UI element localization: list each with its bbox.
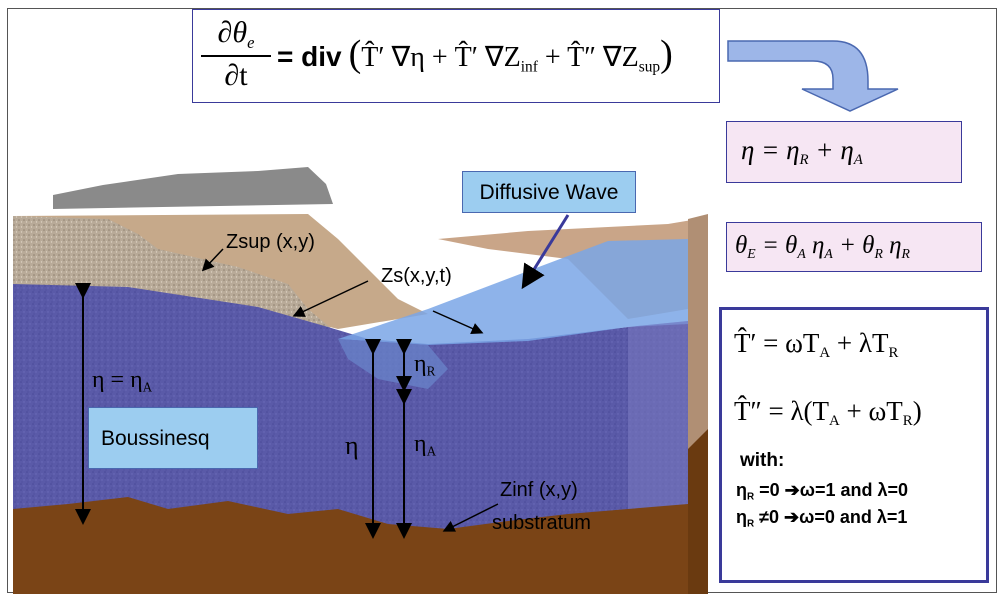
bedrock (13, 497, 688, 594)
t2-sub-r: R (902, 413, 913, 430)
theta-lhs-sub: E (747, 245, 756, 261)
lhs-denominator: ∂t (224, 58, 248, 92)
term-1: T̂′ ∇η (361, 42, 425, 73)
theta-sub-r1: R (874, 245, 883, 261)
cond1-eta: η (736, 480, 747, 500)
div-operator: = div (277, 41, 342, 72)
zsup-label: Zsup (x,y) (226, 231, 315, 253)
condition-2: ηR ≠0 ➔ω=0 and λ=1 (736, 507, 907, 529)
theta-plus: + θ (839, 232, 875, 259)
diffusive-wave-pointer (521, 214, 570, 290)
eta-a-text: η (414, 431, 427, 457)
fraction-bar (201, 54, 271, 57)
cond2-sub: R (747, 518, 755, 530)
t-prime-equation: T̂′ = ωTA + λTR (734, 328, 898, 362)
theta-eta-a: η (812, 232, 825, 259)
boussinesq-label: Boussinesq (88, 407, 258, 469)
eta-plus: + η (815, 135, 854, 165)
theta-eta-r: η (889, 232, 902, 259)
river-water (338, 239, 688, 345)
eta-lhs: η = η (741, 135, 800, 165)
theta-sub-a2: A (824, 245, 833, 261)
eta-eq-etaA-sub: A (142, 379, 153, 395)
t2-close: ) (912, 396, 922, 426)
eta-equals-eta-a-label: η = ηA (92, 367, 152, 396)
zsup-pointer (201, 248, 224, 272)
zinf-pointer (442, 503, 499, 532)
t2-lhs: T̂″ = λ(T (734, 396, 830, 426)
term-3-sub: sup (638, 58, 661, 76)
t-double-prime-equation: T̂″ = λ(TA + ωTR) (734, 396, 922, 430)
diffusive-wave-label: Diffusive Wave (462, 171, 636, 213)
zs-label: Zs(x,y,t) (381, 265, 452, 287)
cond2-rest: ≠0 ➔ω=0 and λ=1 (759, 507, 908, 527)
lhs-fraction: ∂θe ∂t (201, 16, 271, 93)
lhs-numerator: ∂θe (217, 16, 255, 52)
theta-lhs: θ (735, 232, 748, 259)
open-paren: ( (348, 33, 362, 75)
theta-sub-r2: R (901, 245, 910, 261)
with-label: with: (740, 450, 785, 471)
substratum-label: substratum (492, 512, 591, 534)
condition-1: ηR =0 ➔ω=1 and λ=0 (736, 480, 908, 502)
t1-lhs: T̂′ = ωT (734, 328, 820, 358)
t2-plus: + ωT (846, 396, 903, 426)
main-equation-box: ∂θe ∂t = div (T̂′ ∇η + T̂′ ∇Zinf + T̂″ ∇… (192, 9, 720, 103)
eta-label: η (345, 431, 359, 460)
eta-sub-a: A (853, 152, 863, 169)
eta-r-label: ηR (414, 351, 435, 380)
theta-sub-a1: A (797, 245, 806, 261)
cond1-sub: R (747, 491, 755, 503)
t2-sub-a: A (829, 413, 840, 430)
right-water-face (628, 321, 688, 549)
background-hill (53, 167, 333, 209)
term-2-sub: inf (520, 58, 538, 76)
bedrock-right-step (688, 429, 708, 594)
close-paren: ) (660, 33, 673, 75)
cond2-eta: η (736, 507, 747, 527)
cond1-rest: =0 ➔ω=1 and λ=0 (759, 480, 909, 500)
aquifer-body (13, 284, 688, 549)
eta-eq-etaA-text: η = η (92, 367, 143, 393)
theta-eq: = θ (761, 232, 798, 259)
aquifer-scene (13, 40, 899, 594)
eta-a-sub: A (426, 443, 437, 459)
t1-plus: + λT (836, 328, 889, 358)
term-3: T̂″ ∇Z (567, 42, 639, 73)
rhs-expression: = div (T̂′ ∇η + T̂′ ∇Zinf + T̂″ ∇Zsup) (277, 32, 673, 76)
eta-a-label: ηA (414, 431, 436, 460)
figure-frame: ∂θe ∂t = div (T̂′ ∇η + T̂′ ∇Zinf + T̂″ ∇… (7, 8, 997, 594)
plus-2: + (544, 42, 561, 73)
t1-sub-a: A (819, 345, 831, 362)
transmissivity-box: T̂′ = ωTA + λTR T̂″ = λ(TA + ωTR) with: … (719, 307, 989, 583)
t1-sub-r: R (888, 345, 899, 362)
zs-pointer-1 (292, 280, 369, 317)
term-2: T̂′ ∇Z (454, 42, 521, 73)
eta-r-sub: R (426, 363, 436, 379)
zs-pointer-2 (432, 310, 484, 335)
zinf-label: Zinf (x,y) (500, 479, 578, 501)
eta-equation-box: η = ηR + ηA (726, 121, 962, 183)
curved-arrow-icon (727, 40, 899, 112)
gravel-surface (13, 216, 338, 334)
plus-1: + (431, 42, 448, 73)
eta-r-text: η (414, 351, 427, 377)
right-cliff (688, 214, 708, 459)
theta-equation-box: θE = θA ηA + θR ηR (726, 222, 982, 272)
eta-sub-r: R (799, 152, 809, 169)
